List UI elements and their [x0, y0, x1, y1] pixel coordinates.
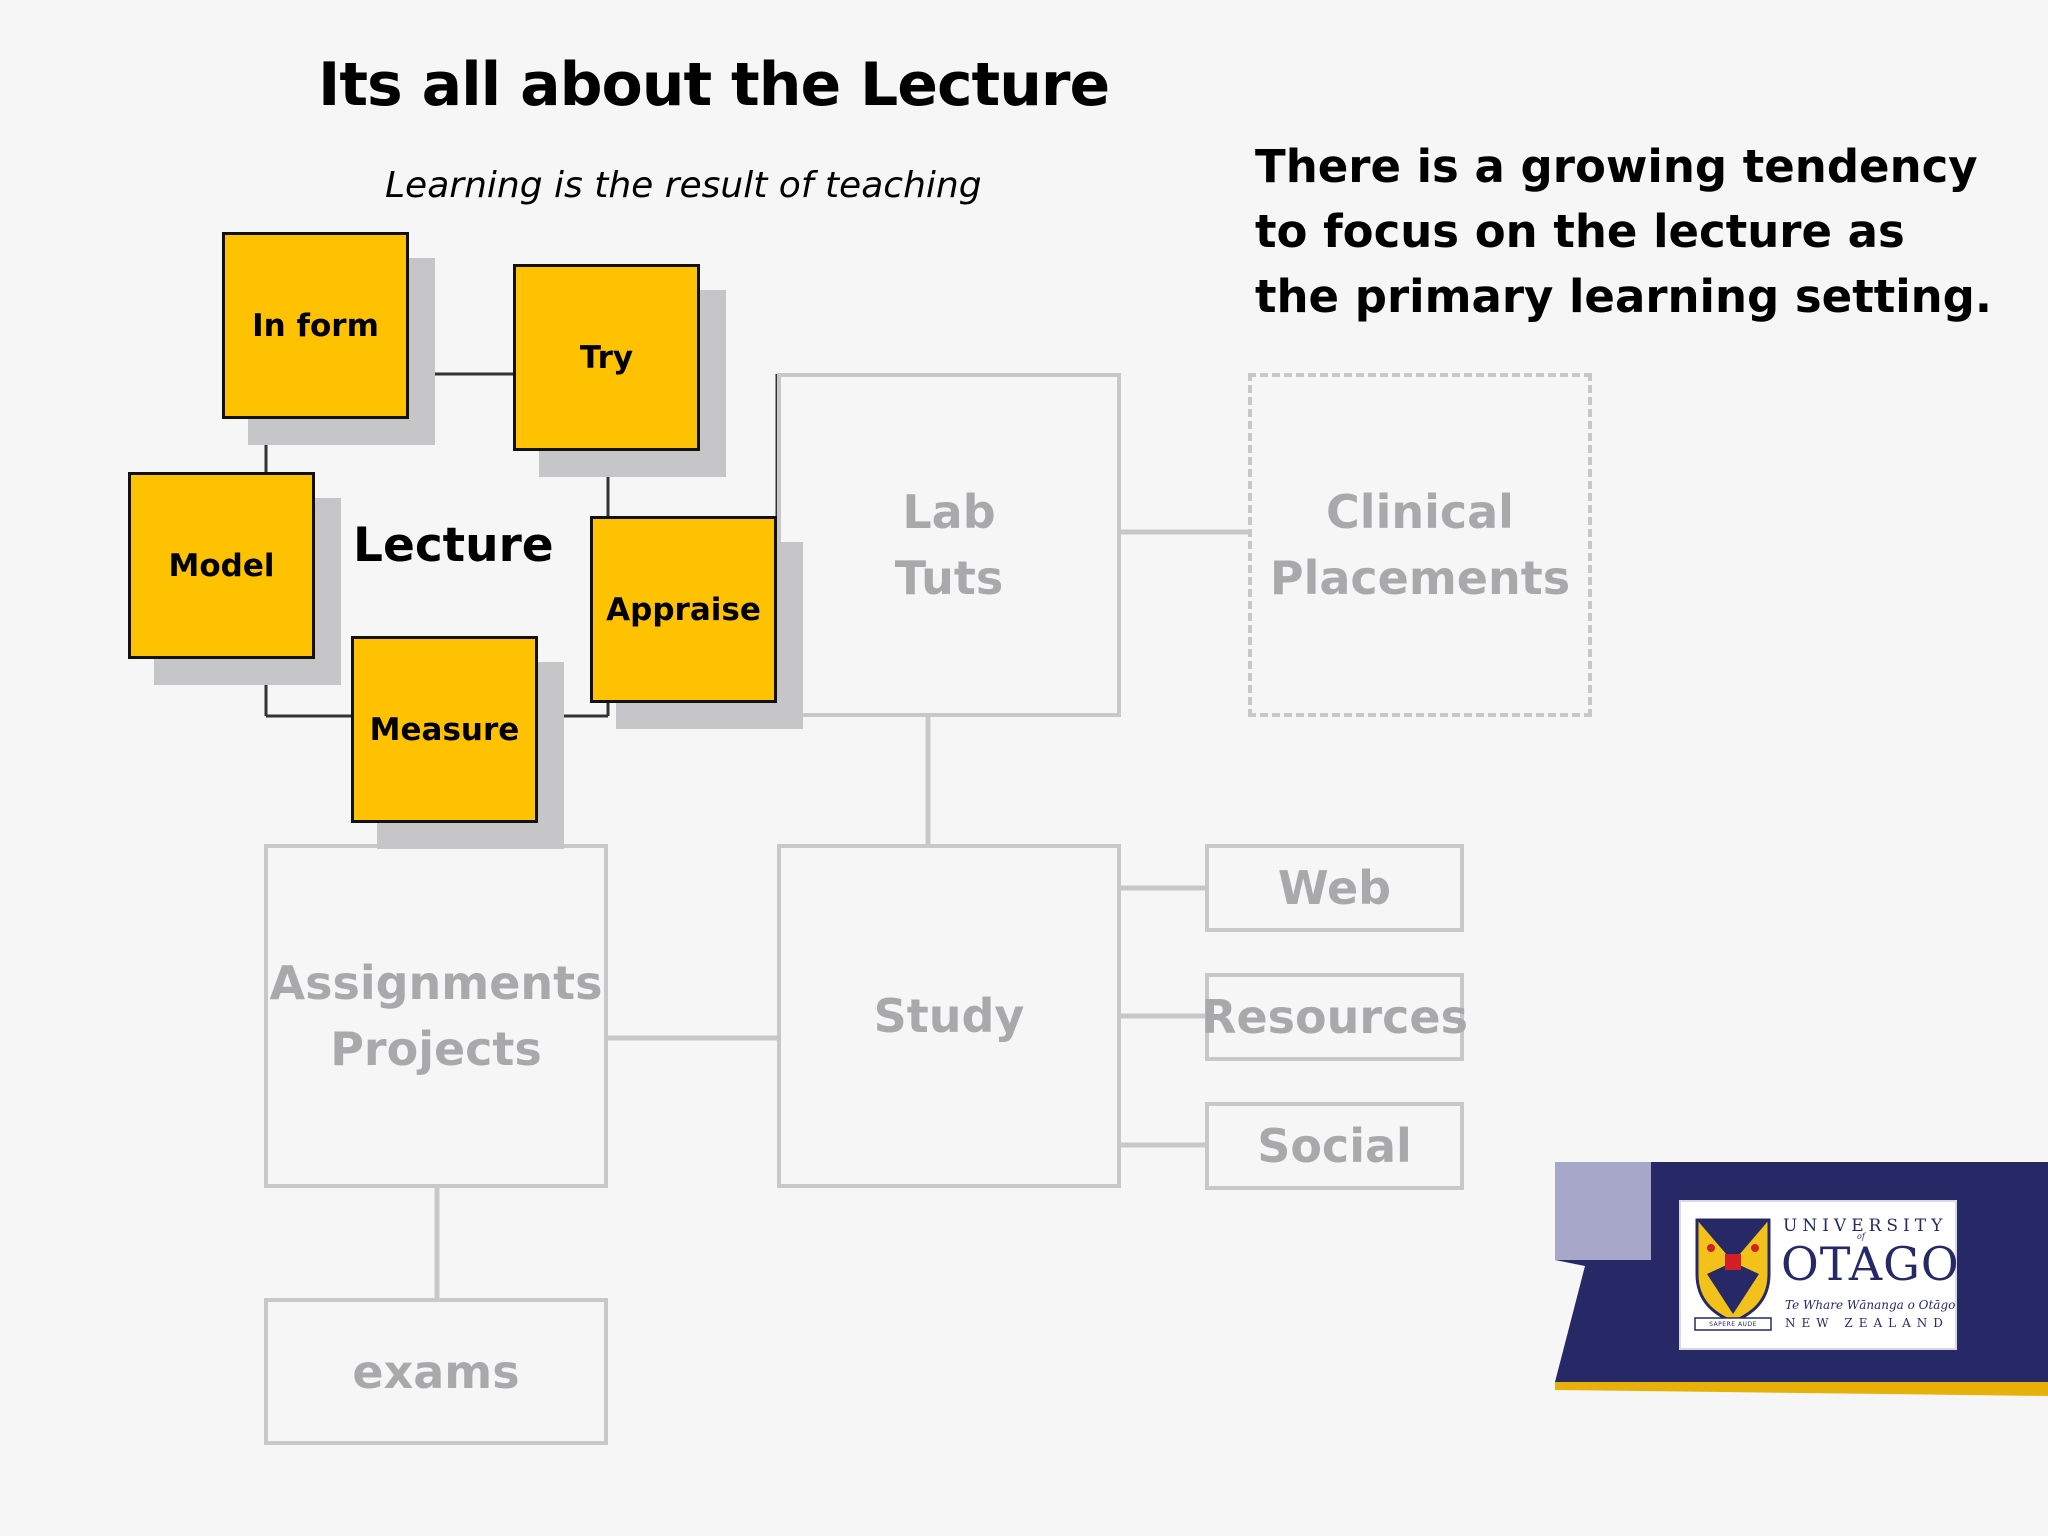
- step-model: Model: [128, 472, 315, 659]
- resources-label: Resources: [1201, 990, 1468, 1044]
- exams-box: exams: [264, 1298, 608, 1445]
- social-box: Social: [1205, 1102, 1464, 1190]
- tuts-label: Tuts: [894, 551, 1004, 605]
- logo-motto: SAPERE AUDE: [1709, 1321, 1757, 1328]
- lab-tuts-box: Lab Tuts: [777, 373, 1121, 717]
- step-try: Try: [513, 264, 700, 451]
- step-appraise: Appraise: [590, 516, 777, 703]
- resources-box: Resources: [1201, 973, 1468, 1061]
- logo-otago-text: OTAGO: [1781, 1237, 1960, 1291]
- logo-maori-text: Te Whare Wānanga o Otāgo: [1785, 1298, 1956, 1312]
- step-inform: In form: [222, 232, 409, 419]
- projects-label: Projects: [330, 1022, 542, 1076]
- web-label: Web: [1277, 861, 1392, 915]
- slide-note: There is a growing tendency to focus on …: [1255, 140, 1992, 323]
- study-label: Study: [873, 989, 1025, 1043]
- assignments-projects-box: Assignments Projects: [264, 844, 608, 1188]
- slide-subtitle: Learning is the result of teaching: [385, 165, 982, 206]
- logo-banner-fold: [1555, 1162, 1651, 1260]
- logo-nz-text: NEW ZEALAND: [1785, 1316, 1949, 1330]
- step-measure: Measure: [351, 636, 538, 823]
- lab-label: Lab: [902, 485, 996, 539]
- clinical-label: Clinical: [1326, 485, 1514, 539]
- clinical-placements-box: Clinical Placements: [1248, 373, 1592, 717]
- web-box: Web: [1205, 844, 1464, 932]
- placements-label: Placements: [1269, 551, 1571, 605]
- slide-title: Its all about the Lecture: [318, 50, 1110, 120]
- otago-crest-icon: [1694, 1218, 1772, 1331]
- assignments-label: Assignments: [269, 956, 603, 1010]
- lecture-label: Lecture: [353, 518, 554, 573]
- logo-of-text: of: [1857, 1232, 1865, 1241]
- logo-university-text: UNIVERSITY: [1783, 1216, 1948, 1236]
- exams-label: exams: [352, 1344, 520, 1399]
- social-label: Social: [1257, 1119, 1412, 1173]
- study-box: Study: [777, 844, 1121, 1188]
